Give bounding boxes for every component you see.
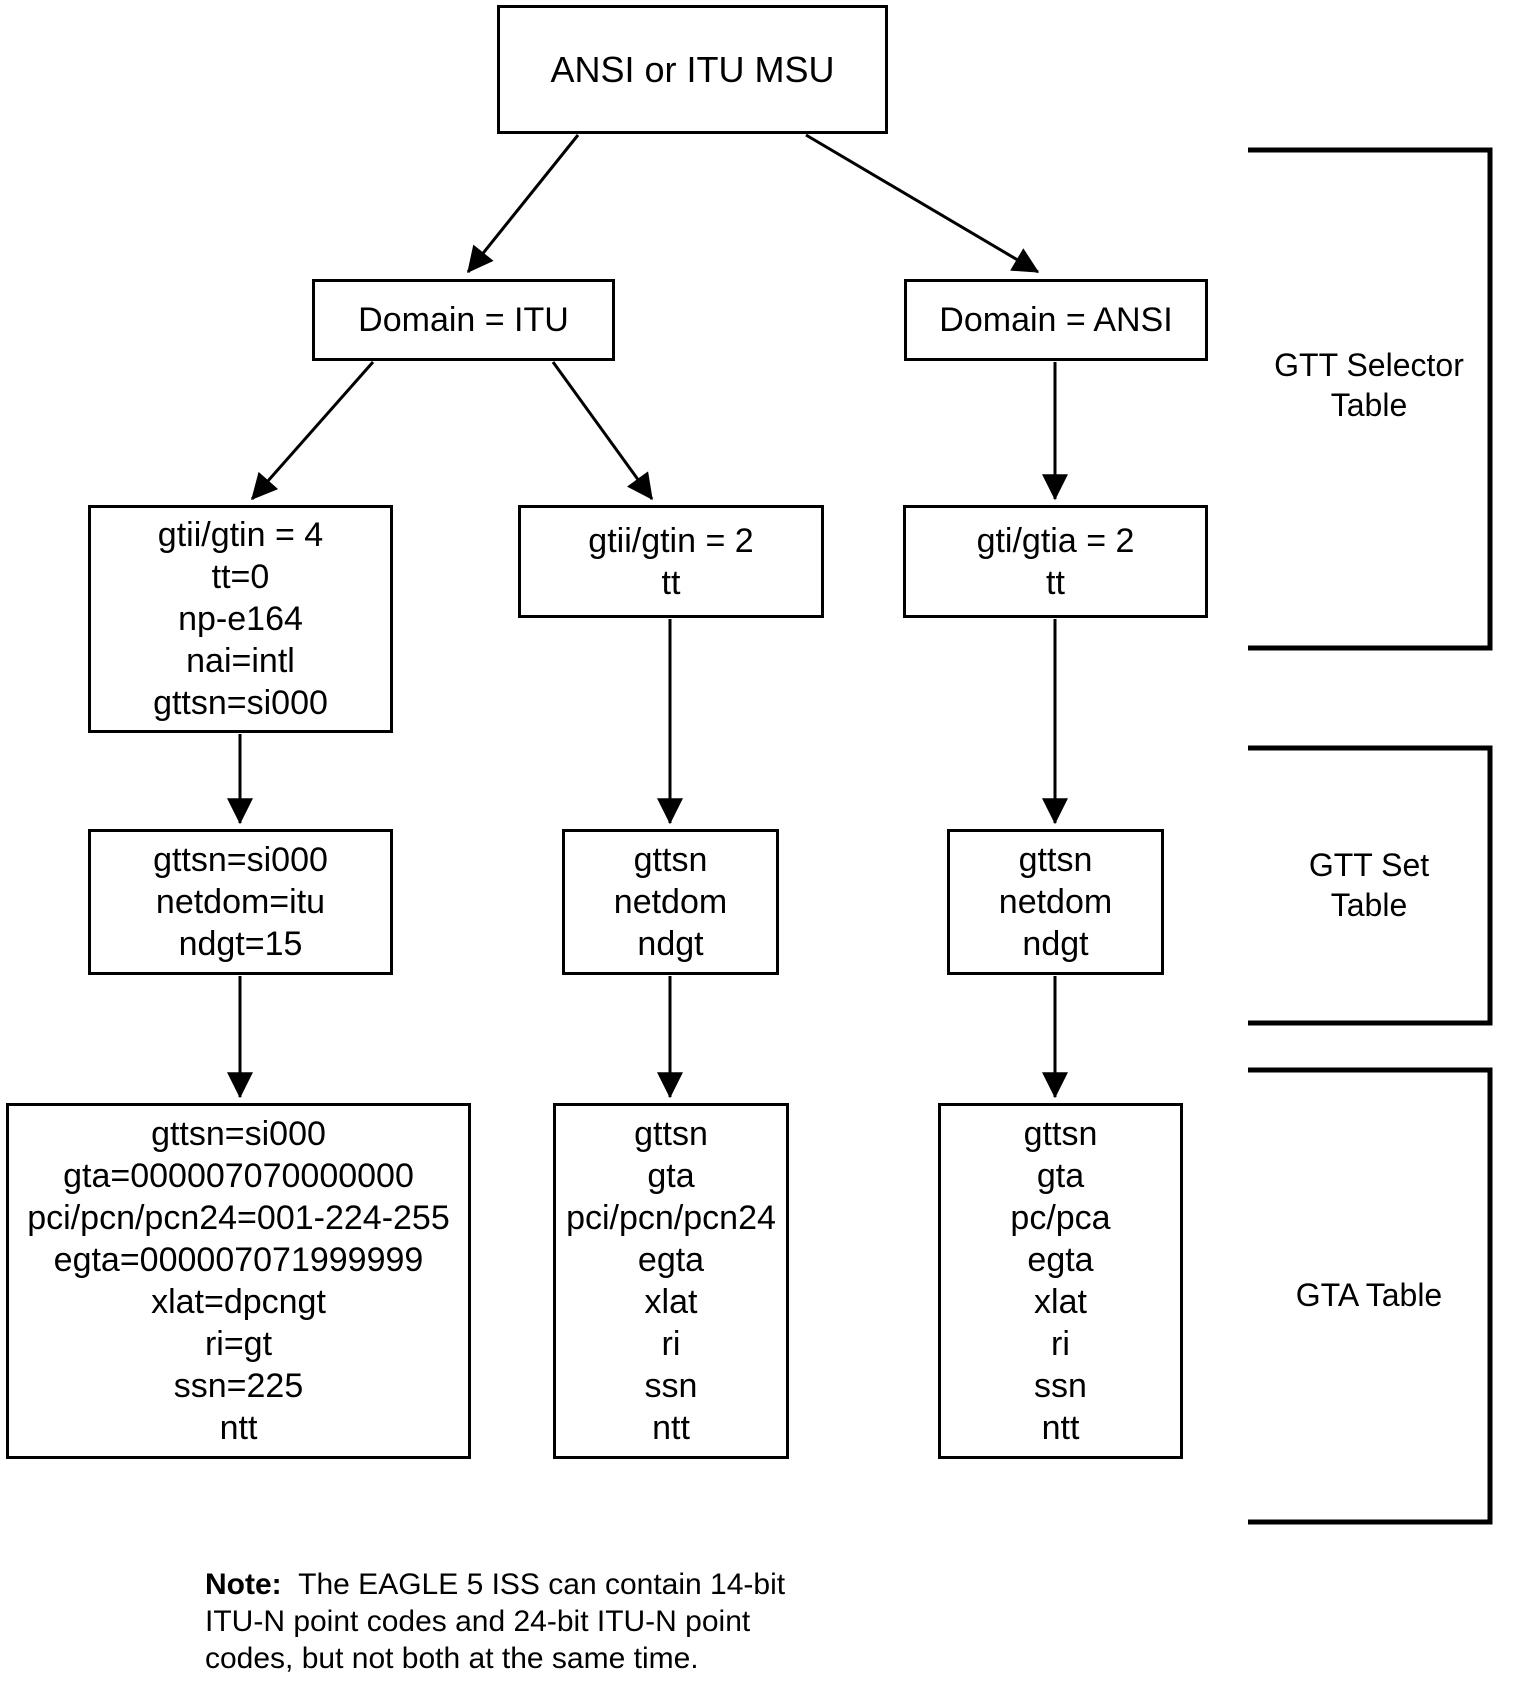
- node-line: xlat: [644, 1283, 698, 1321]
- node-line: gti/gtia = 2: [976, 521, 1135, 560]
- node-line: egta: [637, 1241, 705, 1279]
- node-line: gtii/gtin = 2: [588, 521, 754, 560]
- node-selector-itu-gtin2: gtii/gtin = 2 tt: [518, 505, 824, 618]
- node-line: ndgt: [1022, 925, 1089, 963]
- node-line: ri=gt: [204, 1325, 273, 1363]
- node-domain-ansi: Domain = ANSI: [904, 279, 1208, 361]
- node-domain-itu: Domain = ITU: [312, 279, 615, 361]
- node-line: gttsn: [634, 1115, 708, 1153]
- arrow-root-to-domain-itu: [466, 134, 580, 274]
- node-line: gttsn=si000: [151, 1115, 326, 1153]
- node-line: ntt: [1041, 1409, 1080, 1447]
- node-line: xlat=dpcngt: [151, 1283, 326, 1321]
- node-set-itu-si000: gttsn=si000 netdom=itu ndgt=15: [88, 829, 393, 975]
- label-line: GTT Set: [1308, 847, 1430, 883]
- arrow-root-to-domain-ansi: [805, 133, 1040, 274]
- label-line: Table: [1330, 387, 1408, 423]
- label-line: GTT Selector: [1274, 347, 1464, 383]
- node-set-right: gttsn netdom ndgt: [947, 829, 1164, 975]
- node-label: Domain = ITU: [358, 301, 569, 339]
- bracket-gta-table: [1248, 1067, 1493, 1525]
- node-label: Domain = ANSI: [939, 301, 1173, 339]
- bracket-gtt-set-table: [1248, 745, 1493, 1026]
- node-gta-right: gttsn gta pc/pca egta xlat ri ssn ntt: [938, 1103, 1183, 1459]
- arrow-itu-to-selector-e164: [250, 361, 375, 500]
- node-line: pc/pca: [1010, 1199, 1111, 1237]
- node-line: ndgt=15: [178, 925, 303, 963]
- node-line: xlat: [1034, 1283, 1087, 1321]
- node-line: ssn: [644, 1367, 698, 1405]
- node-line: gttsn: [1023, 1115, 1098, 1153]
- note-prefix: Note:: [205, 1568, 282, 1601]
- bracket-gtt-selector-table: [1248, 147, 1493, 651]
- node-line: egta: [1027, 1241, 1094, 1279]
- node-line: gtii/gtin = 4: [157, 516, 324, 554]
- node-line: ri: [1051, 1325, 1070, 1363]
- node-line: gttsn: [633, 841, 708, 879]
- node-line: tt: [1046, 563, 1065, 602]
- node-line: ssn: [1034, 1367, 1087, 1405]
- node-line: gta=000007070000000: [63, 1157, 414, 1195]
- node-ansi-or-itu-msu: ANSI or ITU MSU: [497, 5, 888, 134]
- node-line: netdom: [998, 883, 1113, 921]
- node-line: ssn=225: [173, 1367, 304, 1405]
- node-line: netdom=itu: [155, 883, 326, 921]
- node-line: egta=000007071999999: [53, 1241, 424, 1279]
- node-line: np-e164: [178, 600, 303, 638]
- node-label: ANSI or ITU MSU: [550, 48, 835, 90]
- label-line: Table: [1330, 887, 1408, 923]
- node-gta-itu-example: gttsn=si000 gta=000007070000000 pci/pcn/…: [6, 1103, 471, 1459]
- node-selector-itu-gtin4: gtii/gtin = 4 tt=0 np-e164 nai=intl gtts…: [88, 505, 393, 733]
- node-line: tt: [661, 563, 681, 602]
- label-gta-table: GTA Table: [1250, 1275, 1488, 1315]
- arrow-itu-to-selector-gtin2: [551, 361, 654, 501]
- node-gta-middle: gttsn gta pci/pcn/pcn24 egta xlat ri ssn…: [553, 1103, 789, 1459]
- node-line: tt=0: [211, 558, 270, 596]
- note-text: The EAGLE 5 ISS can contain 14-bit ITU-N…: [205, 1568, 786, 1675]
- node-line: ntt: [652, 1409, 690, 1447]
- node-line: ri: [661, 1325, 681, 1363]
- node-line: ntt: [219, 1409, 258, 1447]
- note: Note:The EAGLE 5 ISS can contain 14-bit …: [205, 1566, 795, 1677]
- node-line: ndgt: [637, 925, 704, 963]
- node-selector-ansi-gtia2: gti/gtia = 2 tt: [903, 505, 1208, 618]
- label-line: GTA Table: [1295, 1277, 1443, 1313]
- node-line: netdom: [613, 883, 728, 921]
- node-line: gta: [647, 1157, 695, 1195]
- node-line: nai=intl: [186, 642, 295, 680]
- label-gtt-selector-table: GTT Selector Table: [1250, 345, 1488, 425]
- node-set-middle: gttsn netdom ndgt: [562, 829, 779, 975]
- label-gtt-set-table: GTT Set Table: [1250, 845, 1488, 925]
- node-line: gttsn: [1018, 841, 1093, 879]
- node-line: pci/pcn/pcn24=001-224-255: [27, 1199, 450, 1237]
- node-line: gta: [1036, 1157, 1085, 1195]
- node-line: gttsn=si000: [153, 684, 328, 722]
- node-line: gttsn=si000: [153, 841, 328, 879]
- node-line: pci/pcn/pcn24: [566, 1199, 776, 1237]
